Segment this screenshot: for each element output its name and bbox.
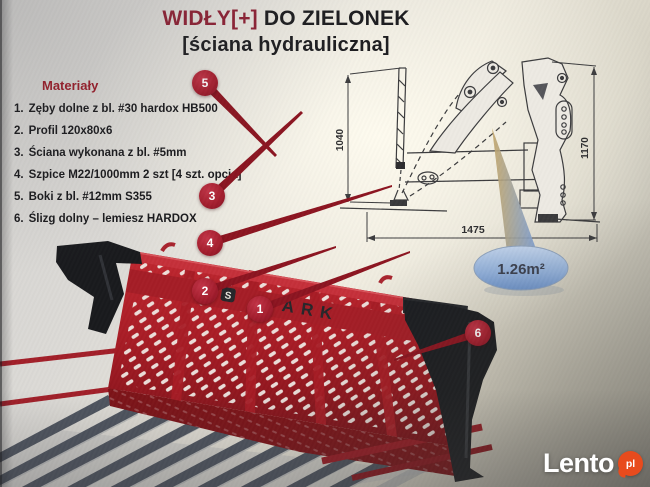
materials-list: Materiały 1.Zęby dolne z bl. #30 hardox … (14, 78, 241, 230)
photo-edge (0, 0, 2, 487)
marker-2: 2 (192, 278, 218, 304)
svg-text:1475: 1475 (461, 224, 485, 236)
material-item-6: 6.Ślizg dolny – lemiesz HARDOX (14, 213, 197, 225)
linkage-arms (428, 60, 514, 154)
title-line2: [ściana hydrauliczna] (182, 34, 390, 56)
base-beam (108, 388, 468, 478)
left-bracket (56, 241, 142, 334)
material-item-2: 2.Profil 120x80x6 (14, 125, 113, 137)
svg-text:1170: 1170 (580, 137, 591, 159)
area-balloon: 1.26m² (473, 128, 569, 296)
drawing-tine-lower (404, 178, 561, 183)
marker-3: 3 (199, 183, 225, 209)
material-item-1: 1.Zęby dolne z bl. #30 hardox HB500 (14, 103, 218, 115)
material-item-5: 5.Boki z bl. #12mm S355 (14, 191, 152, 203)
lento-watermark: Lento pl (543, 448, 643, 479)
drawing-wall (390, 67, 409, 206)
drawing-tine-upper (406, 149, 529, 154)
material-item-4: 4.Szpice M22/1000mm 2 szt [4 szt. opcja] (14, 169, 242, 181)
lento-pl-badge: pl (618, 451, 643, 476)
area-value: 1.26m² (497, 261, 545, 278)
material-item-3: 3.Ściana wykonana z bl. #5mm (14, 147, 187, 159)
marker-4: 4 (197, 230, 223, 256)
materials-header: Materiały (42, 78, 99, 93)
marker-5: 5 (192, 70, 218, 96)
brand-glyph: S (224, 290, 233, 302)
lift-hook-left (160, 242, 176, 253)
marker-1: 1 (247, 296, 273, 322)
technical-drawing: 1040 1170 1475 1.26m² (335, 57, 601, 296)
front-spikes (0, 347, 123, 407)
dimension-1040: 1040 (335, 67, 402, 204)
page-title: WIDŁY[+] DO ZIELONEK [ściana hydrauliczn… (140, 5, 432, 59)
carrier-plate (521, 57, 573, 223)
svg-text:1040: 1040 (335, 128, 346, 151)
lento-brand-text: Lento (543, 448, 615, 478)
title-line1: WIDŁY[+] DO ZIELONEK (162, 7, 410, 30)
marker-6: 6 (465, 320, 491, 346)
dimension-1170: 1170 (551, 61, 597, 221)
